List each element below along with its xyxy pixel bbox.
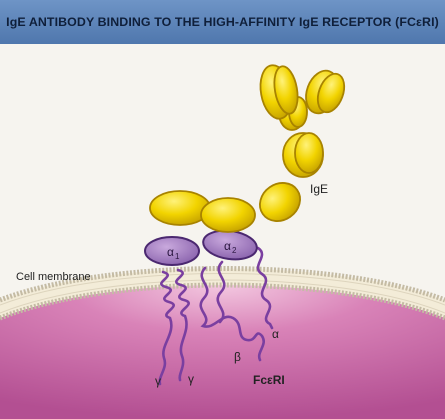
gamma-chain-1-label: γ xyxy=(155,374,161,388)
gamma-chain-2 xyxy=(175,268,190,382)
ige-fab-arm-1 xyxy=(259,64,299,120)
gamma-chain-1 xyxy=(158,270,175,386)
gamma-chain-2-label: γ xyxy=(188,372,194,386)
ige-fab-arm-2 xyxy=(305,69,346,115)
fcepsilonri-receptor xyxy=(158,246,274,386)
alpha-2-subscript: 2 xyxy=(232,246,237,255)
alpha-1-label: α xyxy=(167,245,174,259)
beta-chain-2 xyxy=(216,260,226,324)
diagram-title: IgE ANTIBODY BINDING TO THE HIGH-AFFINIT… xyxy=(6,15,439,29)
ige-antibody xyxy=(149,64,346,233)
alpha-1-subscript: 1 xyxy=(175,252,180,261)
alpha-domain-1: α 1 xyxy=(144,236,200,266)
beta-chain-label: β xyxy=(234,350,241,364)
alpha-2-label: α xyxy=(224,239,231,253)
title-bar: IgE ANTIBODY BINDING TO THE HIGH-AFFINIT… xyxy=(0,0,445,44)
alpha-chain xyxy=(256,246,274,330)
cell-cytoplasm xyxy=(0,285,445,419)
ige-fc-lower xyxy=(149,190,256,233)
fcepsilonri-label: FcεRI xyxy=(253,373,285,387)
beta-chain xyxy=(199,266,265,362)
alpha-chain-label: α xyxy=(272,327,279,341)
ige-label: IgE xyxy=(310,182,328,196)
cell-membrane-label: Cell membrane xyxy=(16,271,91,283)
ige-fc-middle xyxy=(259,95,324,222)
